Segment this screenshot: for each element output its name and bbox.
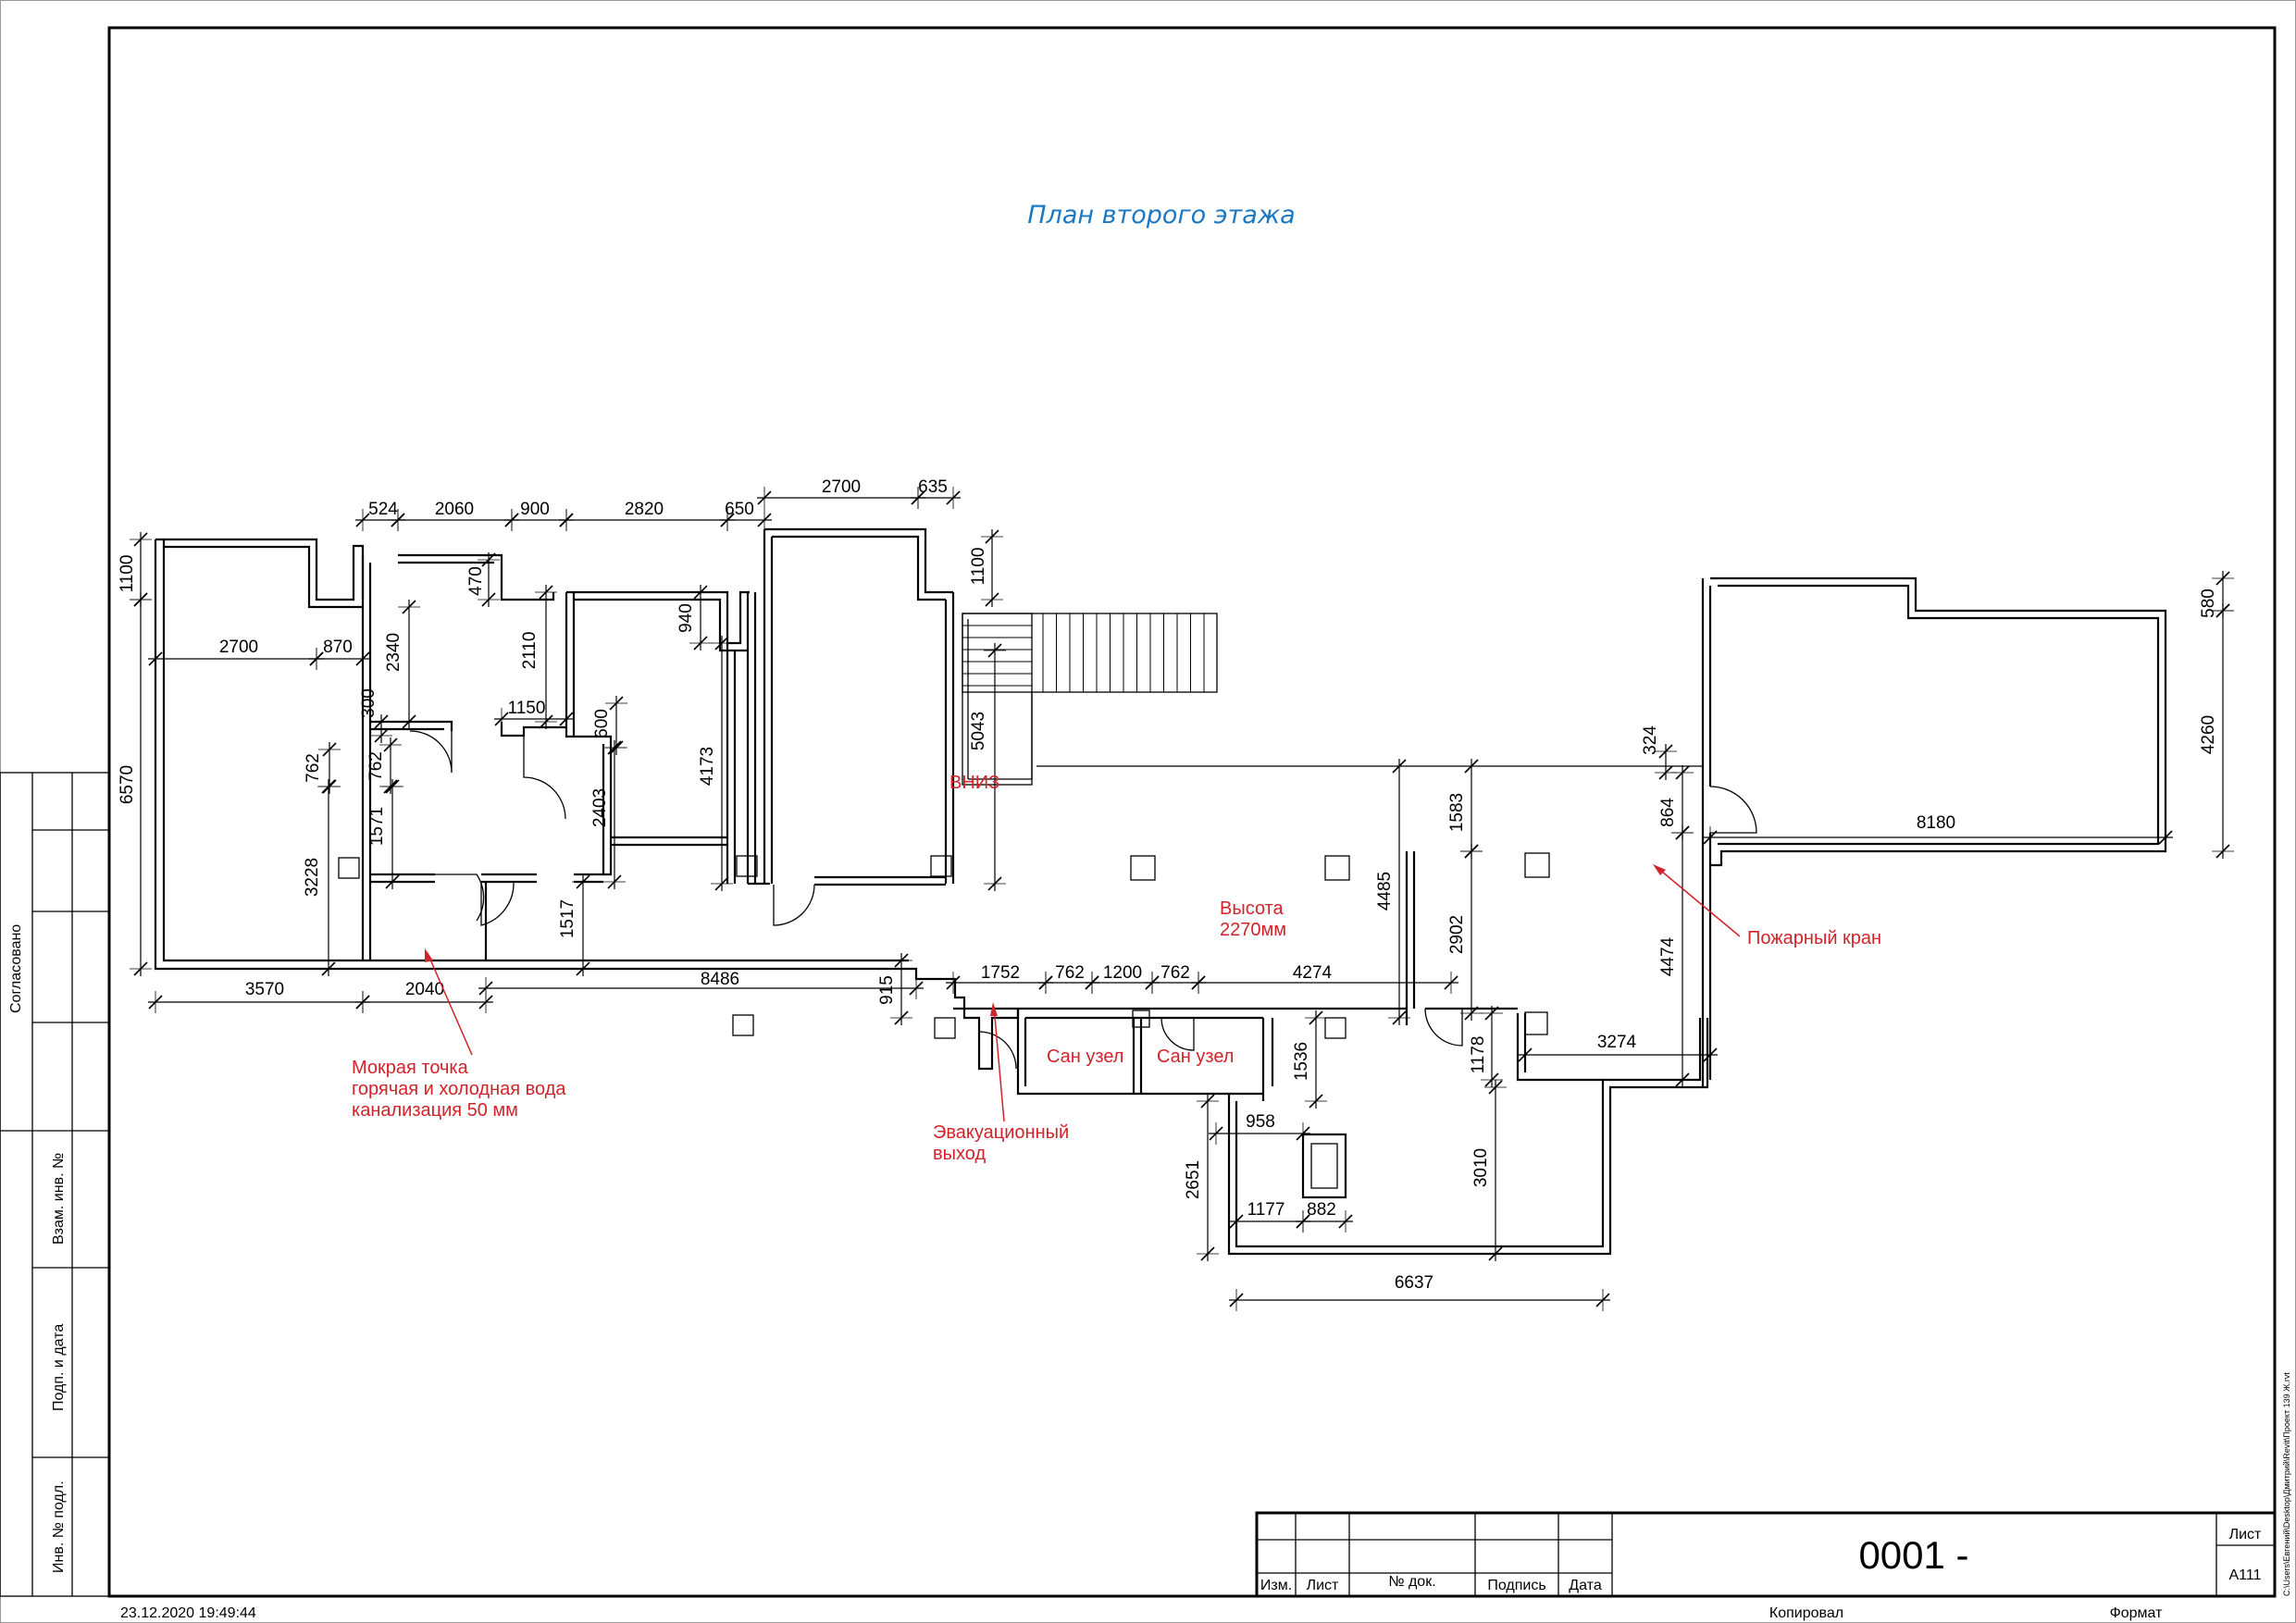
height-label-1: Высота [1220, 898, 1285, 919]
dim-4485: 4485 [1375, 872, 1395, 911]
tb-col-date: Дата [1569, 1578, 1602, 1593]
plan-title: План второго этажа [1027, 201, 1295, 229]
tb-col-doc: № док. [1388, 1574, 1435, 1590]
dim-4474: 4474 [1658, 936, 1678, 976]
dim-2651: 2651 [1184, 1160, 1203, 1199]
dim-882: 882 [1307, 1200, 1336, 1220]
dim-8180: 8180 [1917, 813, 1955, 833]
dim-915: 915 [877, 975, 897, 1005]
doors [409, 730, 1757, 1070]
dim-2700-top: 2700 [822, 477, 861, 497]
tb-col-sign: Подпись [1487, 1578, 1545, 1593]
walls [154, 527, 2167, 1256]
tb-sheet-format: A111 [2229, 1567, 2262, 1583]
dim-870: 870 [323, 638, 353, 657]
dim-762-d: 762 [1160, 963, 1190, 983]
dim-762-b: 762 [366, 751, 386, 781]
dim-1752: 1752 [981, 963, 1020, 983]
dim-1150: 1150 [508, 699, 546, 718]
dim-762-c: 762 [1055, 963, 1085, 983]
dim-524: 524 [368, 500, 398, 519]
dim-5043: 5043 [969, 712, 988, 750]
dim-650: 650 [725, 500, 754, 519]
dim-2060: 2060 [435, 500, 474, 519]
dim-324: 324 [1641, 725, 1660, 755]
exit-label-1: Эвакуационный [933, 1122, 1069, 1143]
dim-900: 900 [520, 500, 550, 519]
wc-label-1: Сан узел [1047, 1047, 1123, 1067]
dim-2110: 2110 [520, 632, 540, 670]
dim-1200: 1200 [1103, 963, 1142, 983]
dim-940: 940 [676, 603, 696, 633]
dim-1583: 1583 [1447, 793, 1467, 832]
dim-1517: 1517 [558, 899, 577, 938]
dim-470: 470 [466, 566, 486, 596]
tb-doc-number: 0001 - [1858, 1533, 1968, 1577]
columns [338, 852, 1550, 1199]
dim-3274: 3274 [1597, 1033, 1637, 1052]
fire-hydrant-label: Пожарный кран [1747, 928, 1881, 948]
wc-label-2: Сан узел [1157, 1047, 1234, 1067]
stamp-agreed: Согласовано [8, 924, 24, 1013]
dim-864: 864 [1658, 798, 1678, 827]
dim-6637: 6637 [1395, 1273, 1433, 1293]
stamp-replace-inv: Взам. инв. № [51, 1153, 67, 1245]
wet-point-label-3: канализация 50 мм [352, 1100, 518, 1121]
dim-2403: 2403 [590, 788, 610, 827]
dim-2700-left: 2700 [219, 638, 258, 657]
side-stamp: Согласовано Взам. инв. № Подп. и дата Ин… [0, 772, 110, 1597]
dim-580: 580 [2199, 588, 2218, 618]
tb-copied: Копировал [1769, 1605, 1843, 1621]
dim-600: 600 [592, 709, 612, 738]
dim-635: 635 [918, 477, 948, 497]
dim-4274: 4274 [1293, 963, 1333, 983]
dim-3010: 3010 [1471, 1148, 1491, 1187]
dimension-lines [130, 487, 2234, 1311]
tb-col-list: Лист [1307, 1578, 1339, 1593]
tb-col-izm: Изм. [1260, 1578, 1292, 1593]
down-label: ВНИЗ [949, 773, 999, 793]
title-block: Изм. Лист № док. Подпись Дата 0001 - Лис… [1255, 1511, 2277, 1621]
dim-300: 300 [359, 688, 379, 718]
dim-4260: 4260 [2199, 715, 2218, 754]
file-path: C:\Users\Евгений\Desktop\Дмитрий\Revit\П… [2282, 1372, 2291, 1596]
dim-1100-right: 1100 [969, 548, 988, 586]
stair-treads [962, 613, 1205, 692]
dim-1100-left: 1100 [118, 555, 137, 593]
dim-6570: 6570 [118, 765, 137, 804]
dim-1536: 1536 [1292, 1042, 1311, 1081]
dim-2340: 2340 [384, 633, 403, 672]
stamp-inv-no: Инв. № подл. [51, 1481, 67, 1573]
dim-1177: 1177 [1247, 1200, 1285, 1220]
dim-2820: 2820 [625, 500, 664, 519]
wet-point-label-2: горячая и холодная вода [352, 1079, 566, 1099]
dim-3570: 3570 [245, 980, 284, 999]
print-timestamp: 23.12.2020 19:49:44 [120, 1605, 256, 1621]
wet-point-label-1: Мокрая точка [352, 1058, 469, 1078]
dim-1571: 1571 [367, 807, 387, 846]
annotations: Высота 2270мм Пожарный кран Мокрая точка… [352, 773, 1881, 1164]
tb-format: Формат [2110, 1605, 2164, 1621]
height-label-2: 2270мм [1220, 920, 1286, 940]
dim-762-a: 762 [304, 753, 323, 783]
dim-3228: 3228 [303, 858, 322, 897]
dim-958: 958 [1246, 1112, 1275, 1132]
dim-2902: 2902 [1447, 915, 1467, 954]
stamp-sign-date: Подп. и дата [51, 1324, 67, 1411]
dim-8486: 8486 [701, 970, 739, 989]
dim-4173: 4173 [698, 747, 717, 786]
exit-label-2: выход [933, 1144, 986, 1164]
dimension-labels: 524 2060 900 2820 650 2700 635 1100 1100… [118, 477, 2218, 1293]
dim-1178: 1178 [1469, 1036, 1488, 1074]
tb-sheet-label: Лист [2229, 1527, 2262, 1542]
dim-2040: 2040 [405, 980, 444, 999]
